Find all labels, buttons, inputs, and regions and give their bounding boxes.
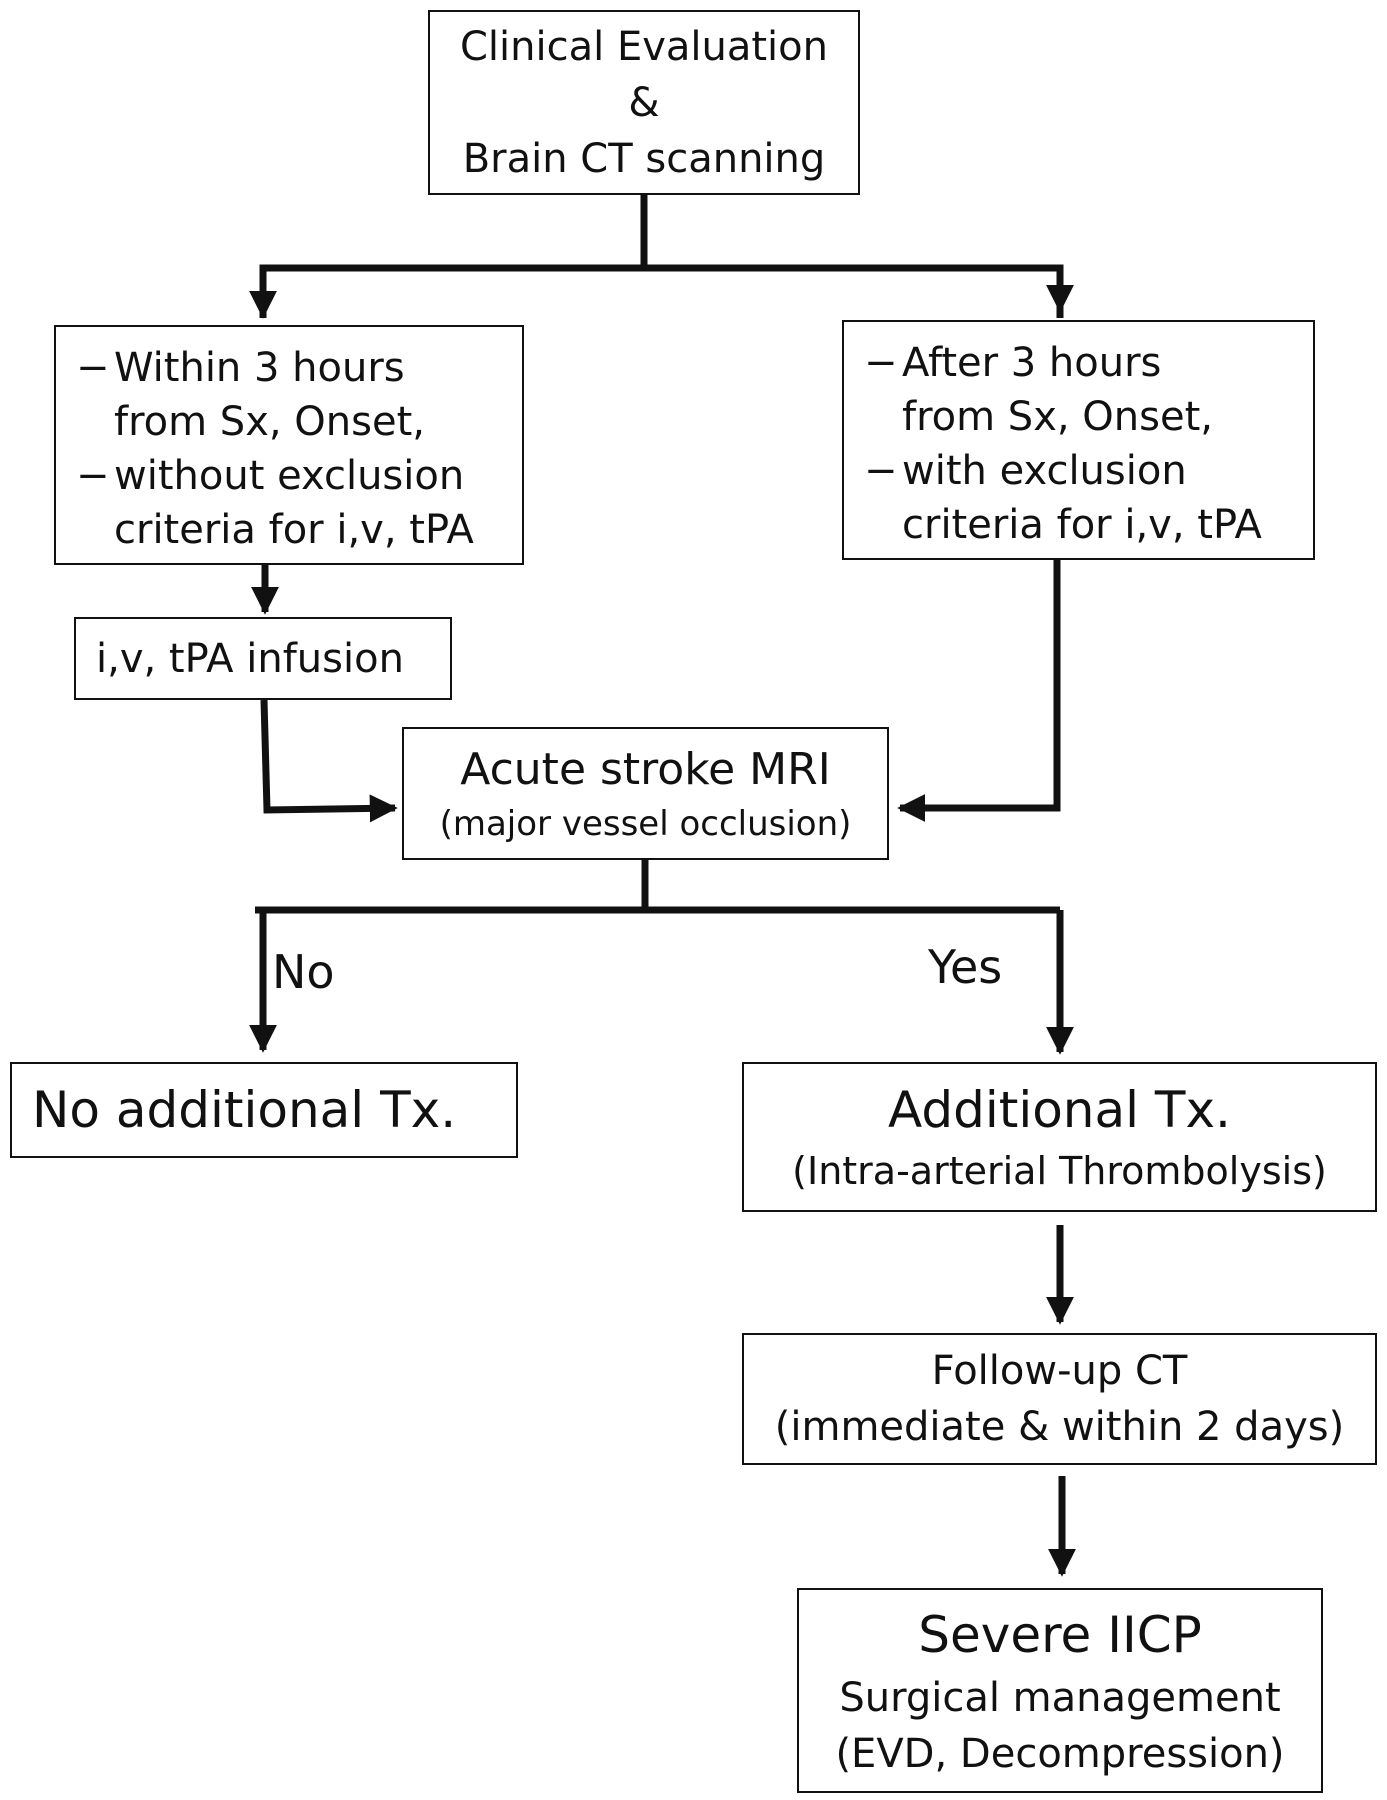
node-acute-stroke-mri: Acute stroke MRI (major vessel occlusion… xyxy=(402,727,889,860)
node-tpa-infusion: i,v, tPA infusion xyxy=(74,617,452,700)
mri-subtitle: (major vessel occlusion) xyxy=(439,803,852,844)
arrow-infusion-to-mri xyxy=(260,699,398,823)
within-bullet-2: − without exclusion xyxy=(76,449,522,503)
node-follow-up-ct: Follow-up CT (immediate & within 2 days) xyxy=(742,1333,1377,1465)
after-bullet-1-cont: from Sx, Onset, xyxy=(902,394,1213,440)
severe-title: Severe IICP xyxy=(918,1605,1202,1664)
arrow-after-to-mri xyxy=(897,560,1061,822)
after-bullet-2: − with exclusion xyxy=(864,444,1313,498)
clinical-line-2: & xyxy=(628,79,660,126)
followup-subtitle: (immediate & within 2 days) xyxy=(774,1404,1345,1450)
clinical-line-1: Clinical Evaluation xyxy=(459,23,828,70)
additional-title: Additional Tx. xyxy=(888,1081,1231,1140)
within-bullet-1-text: Within 3 hours xyxy=(114,345,405,391)
node-clinical-evaluation: Clinical Evaluation & Brain CT scanning xyxy=(428,10,860,195)
after-bullet-2-cont: criteria for i,v, tPA xyxy=(902,502,1262,548)
after-bullet-1-text: After 3 hours xyxy=(902,340,1162,386)
label-yes: Yes xyxy=(928,940,1003,994)
after-bullet-1: − After 3 hours xyxy=(864,336,1313,390)
mri-title: Acute stroke MRI xyxy=(460,743,831,795)
within-bullet-2-text: without exclusion xyxy=(114,453,465,499)
within-bullet-1-cont: from Sx, Onset, xyxy=(114,399,425,445)
node-after-3-hours: − After 3 hours from Sx, Onset, − with e… xyxy=(842,320,1315,560)
node-additional-tx: Additional Tx. (Intra-arterial Thromboly… xyxy=(742,1062,1377,1212)
within-bullet-2-cont: criteria for i,v, tPA xyxy=(114,507,474,553)
clinical-line-3: Brain CT scanning xyxy=(462,135,826,182)
bullet-dash: − xyxy=(76,453,110,499)
infusion-text: i,v, tPA infusion xyxy=(96,635,404,682)
additional-subtitle: (Intra-arterial Thrombolysis) xyxy=(792,1149,1327,1194)
label-no: No xyxy=(272,945,335,999)
bullet-dash: − xyxy=(864,340,898,386)
no-tx-text: No additional Tx. xyxy=(32,1081,457,1139)
severe-line-2: Surgical management xyxy=(839,1674,1281,1721)
within-bullet-1: − Within 3 hours xyxy=(76,341,522,395)
node-severe-iicp: Severe IICP Surgical management (EVD, De… xyxy=(797,1588,1323,1793)
severe-line-3: (EVD, Decompression) xyxy=(835,1730,1285,1777)
connector-split-top xyxy=(259,264,1064,318)
after-bullet-2-text: with exclusion xyxy=(902,448,1187,494)
node-no-additional-tx: No additional Tx. xyxy=(10,1062,518,1158)
node-within-3-hours: − Within 3 hours from Sx, Onset, − witho… xyxy=(54,325,524,565)
bullet-dash: − xyxy=(76,345,110,391)
followup-title: Follow-up CT xyxy=(931,1348,1188,1394)
bullet-dash: − xyxy=(864,448,898,494)
